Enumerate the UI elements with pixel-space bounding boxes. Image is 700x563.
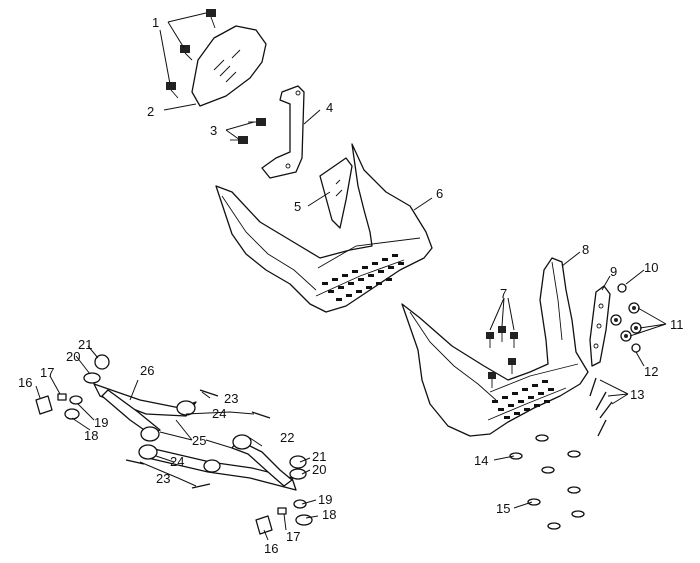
part-bolts-23 (125, 389, 271, 489)
part-lower-a-arm (138, 434, 297, 491)
part-trim-piece (319, 157, 353, 229)
callout-19-upper: 19 (94, 415, 108, 430)
part-clips (509, 434, 585, 530)
callout-22: 22 (280, 430, 294, 445)
callout-26: 26 (140, 363, 154, 378)
callout-5: 5 (294, 199, 301, 214)
part-upper-a-arm (93, 383, 197, 442)
part-side-strip (589, 285, 611, 367)
part-ball-joint-lower (255, 455, 313, 535)
callout-11: 11 (670, 317, 684, 332)
part-shield-flap (191, 25, 267, 107)
callout-24-upper: 24 (212, 406, 226, 421)
callout-23-lower: 23 (156, 471, 170, 486)
callout-18-upper: 18 (84, 428, 98, 443)
callout-21-lower: 21 (312, 449, 326, 464)
callout-12: 12 (644, 364, 658, 379)
callout-7: 7 (500, 286, 507, 301)
callout-20-upper: 20 (66, 349, 80, 364)
callout-6: 6 (436, 186, 443, 201)
part-bolts-1 (166, 9, 216, 99)
callout-21-upper: 21 (78, 337, 92, 352)
callout-labels: 1 2 3 4 5 6 7 8 9 10 11 12 13 14 15 16 1… (18, 15, 684, 556)
part-bolts-7 (486, 326, 518, 388)
callout-3: 3 (210, 123, 217, 138)
callout-17-upper: 17 (40, 365, 54, 380)
callout-25: 25 (192, 433, 206, 448)
callout-2: 2 (147, 104, 154, 119)
callout-23-upper: 23 (224, 391, 238, 406)
callout-14: 14 (474, 453, 488, 468)
callout-9: 9 (610, 264, 617, 279)
callout-20-lower: 20 (312, 462, 326, 477)
part-screws-13 (589, 377, 613, 437)
part-washers (610, 283, 642, 353)
callout-18-lower: 18 (322, 507, 336, 522)
callout-16-lower: 16 (264, 541, 278, 556)
callout-24-lower: 24 (170, 454, 184, 469)
callout-1: 1 (152, 15, 159, 30)
callout-13: 13 (630, 387, 644, 402)
callout-15: 15 (496, 501, 510, 516)
callout-19-lower: 19 (318, 492, 332, 507)
callout-8: 8 (582, 242, 589, 257)
part-left-footwell (215, 143, 433, 313)
leader-lines (35, 12, 667, 541)
part-bolts-3 (230, 118, 266, 144)
callout-10: 10 (644, 260, 658, 275)
part-ball-joint-upper (35, 354, 110, 420)
part-bracket (261, 85, 305, 179)
callout-17-lower: 17 (286, 529, 300, 544)
part-right-footwell (401, 257, 589, 437)
callout-4: 4 (326, 100, 333, 115)
callout-16-upper: 16 (18, 375, 32, 390)
